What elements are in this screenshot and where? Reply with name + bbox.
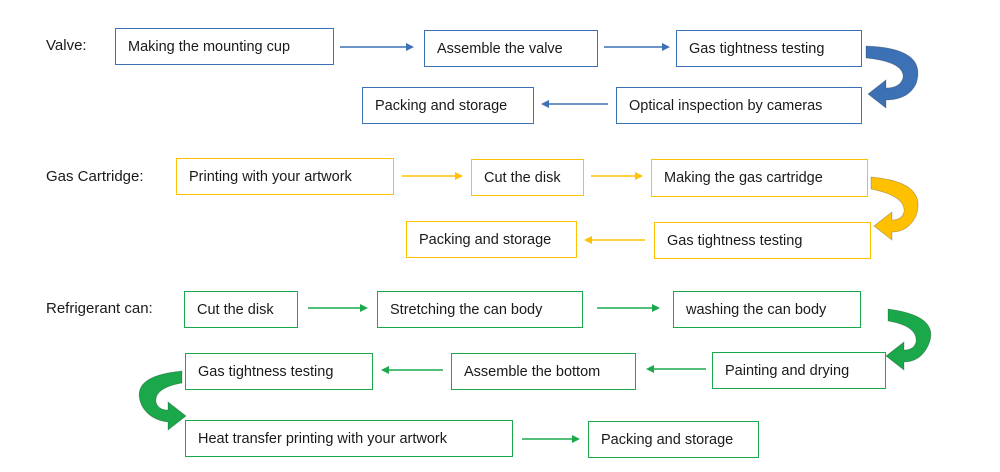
gas-step-cut-disk: Cut the disk (471, 159, 584, 196)
refrigerant-arrow-5-head (572, 435, 580, 443)
gas-step-packing-storage: Packing and storage (406, 221, 577, 258)
refrigerant-step-heat-transfer-printing: Heat transfer printing with your artwork (185, 420, 513, 457)
refrigerant-arrow-1-head (360, 304, 368, 312)
refrigerant-step-assemble-bottom: Assemble the bottom (451, 353, 636, 390)
refrigerant-step-stretching-can-body: Stretching the can body (377, 291, 583, 328)
valve-step-packing-storage: Packing and storage (362, 87, 534, 124)
gas-arrow-2-head (635, 172, 643, 180)
gas-step-printing-artwork: Printing with your artwork (176, 158, 394, 195)
refrigerant-arrow-4-head (381, 366, 389, 374)
refrigerant-arrow-2-head (652, 304, 660, 312)
gas-arrow-3-head (584, 236, 592, 244)
refrigerant-step-washing-can-body: washing the can body (673, 291, 861, 328)
valve-step-optical-inspection: Optical inspection by cameras (616, 87, 862, 124)
valve-arrow-3-head (541, 100, 549, 108)
gas-arrow-1-head (455, 172, 463, 180)
refrigerant-step-cut-disk: Cut the disk (184, 291, 298, 328)
refrigerant-can-section-label: Refrigerant can: (46, 300, 153, 317)
refrigerant-step-gas-tightness-testing: Gas tightness testing (185, 353, 373, 390)
gas-step-making-gas-cartridge: Making the gas cartridge (651, 159, 868, 197)
refrigerant-curved-arrow-right (885, 308, 932, 371)
refrigerant-step-painting-drying: Painting and drying (712, 352, 886, 389)
valve-step-gas-tightness-testing: Gas tightness testing (676, 30, 862, 67)
valve-arrow-2-head (662, 43, 670, 51)
valve-section-label: Valve: (46, 37, 87, 54)
refrigerant-step-packing-storage: Packing and storage (588, 421, 759, 458)
refrigerant-arrow-3-head (646, 365, 654, 373)
valve-step-assemble-valve: Assemble the valve (424, 30, 598, 67)
refrigerant-curved-arrow-left (138, 370, 187, 431)
valve-step-making-mounting-cup: Making the mounting cup (115, 28, 334, 65)
gas-cartridge-section-label: Gas Cartridge: (46, 168, 144, 185)
valve-curved-arrow (865, 45, 919, 109)
valve-arrow-1-head (406, 43, 414, 51)
gas-curved-arrow (870, 176, 919, 241)
gas-step-gas-tightness-testing: Gas tightness testing (654, 222, 871, 259)
